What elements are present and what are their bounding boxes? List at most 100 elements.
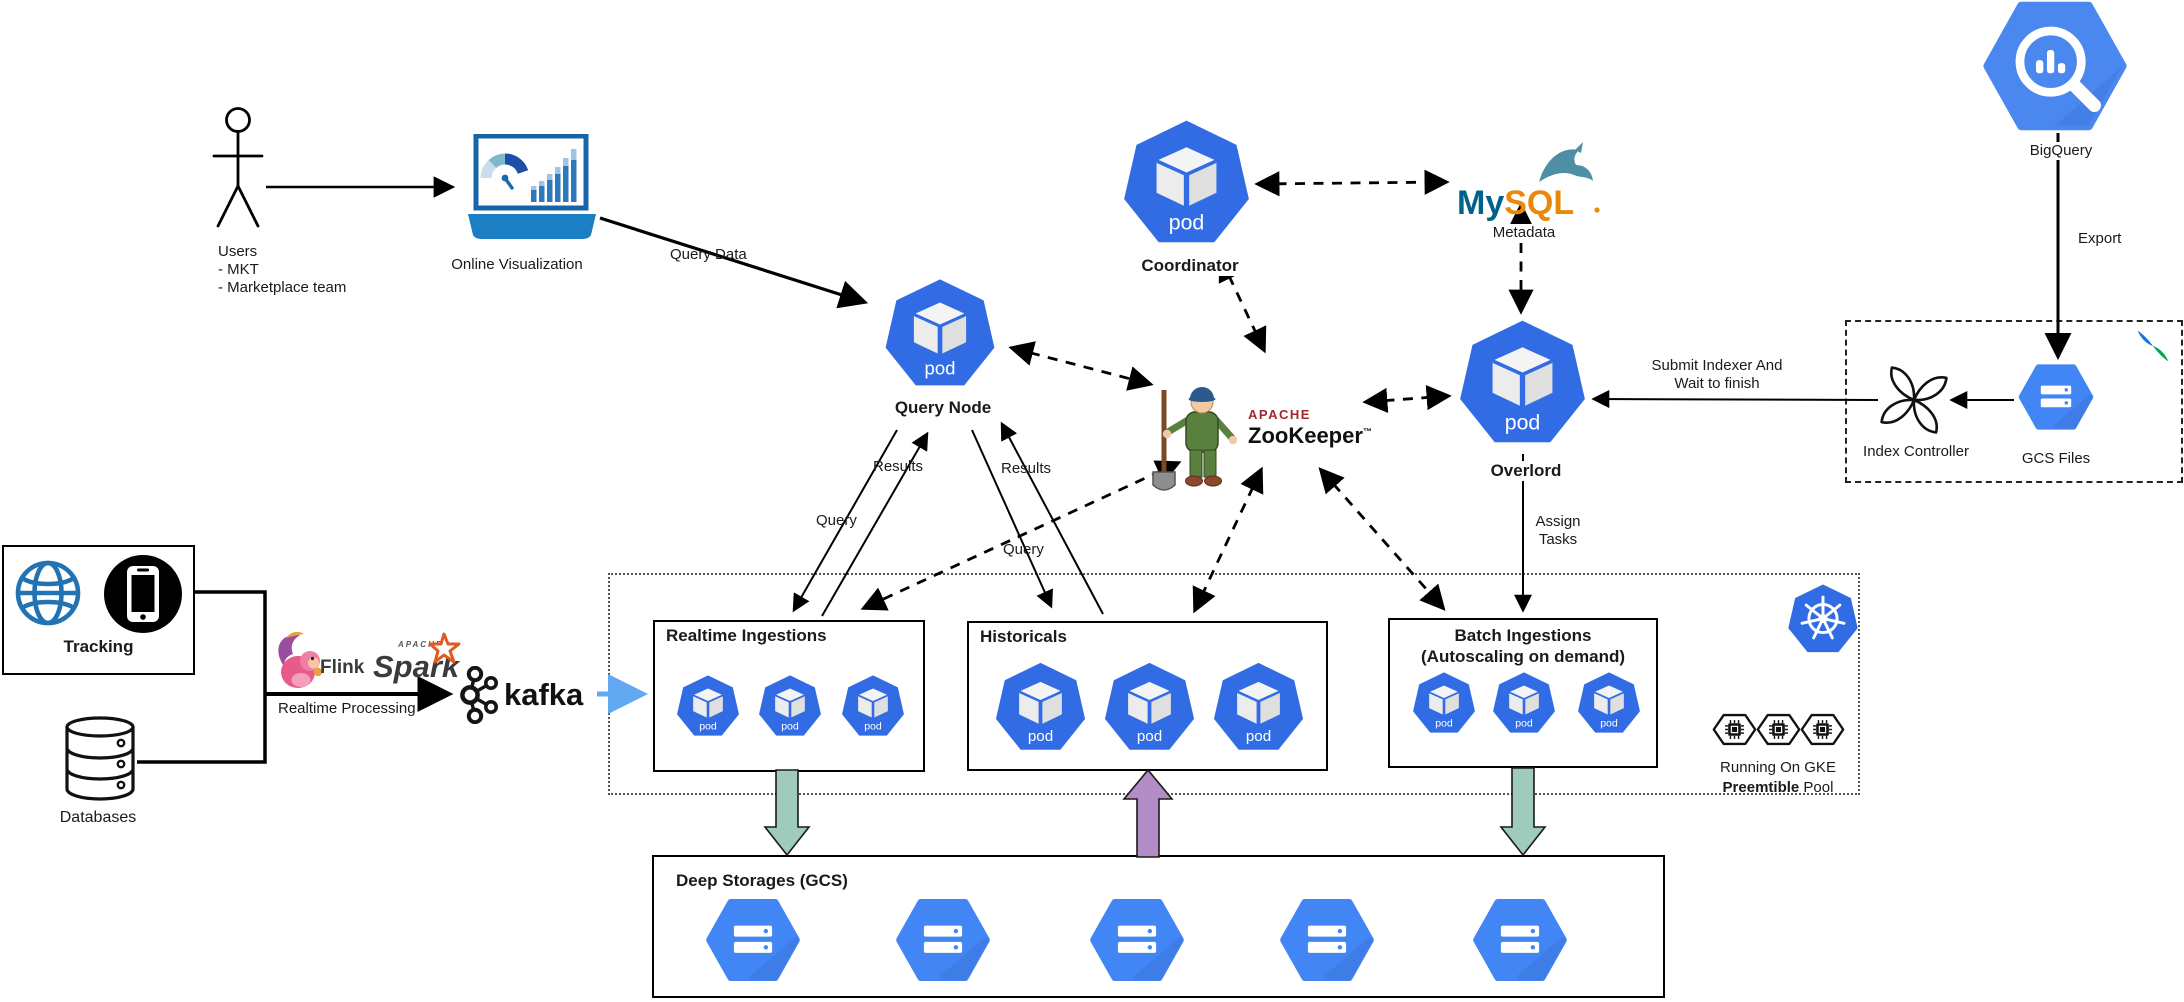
deep-storage-gcs-icon [895,898,991,982]
cpu-node-icon [1756,713,1801,746]
zookeeper-name-text: ZooKeeper [1248,422,1363,448]
pod-label: pod [699,720,717,732]
realtime-ingestions-title: Realtime Ingestions [666,626,827,645]
bigquery-label: BigQuery [1988,142,2134,160]
web-globe-icon [15,560,81,626]
edge-coordinator-mysql [1254,169,1450,197]
assign-line1: Assign [1535,513,1581,530]
assign-line2: Tasks [1538,531,1578,548]
historicals-title: Historicals [980,627,1067,646]
cpu-node-icon [1712,713,1757,746]
index-controller-label: Index Controller [1863,443,1969,460]
flink-squirrel-icon [278,631,323,688]
batch-pod-icon: pod [1578,672,1640,733]
export-label: Export [2078,230,2122,247]
gke-preemtible-text: Preemtible [1722,779,1800,796]
airflow-logo-icon [2137,330,2169,362]
mysql-dolphin-icon [1539,149,1593,182]
svg-text:MySQL: MySQL [1457,184,1574,222]
indexer-group-box [1845,320,2183,483]
gcs-files-label: GCS Files [2021,450,2091,467]
cpu-node-icon [1800,713,1845,746]
realtime-pod-icon: pod [842,675,904,736]
bigquery-icon [1983,1,2127,131]
coordinator-pod-icon: pod [1124,120,1249,243]
gke-caption: Running On GKE Preemtible Pool [1700,758,1856,798]
query-node-label: Query Node [870,398,1016,419]
query-node-pod-icon: pod [885,279,995,386]
gcs-files-icon [2018,362,2094,432]
edge-zookeeper-overlord [1362,384,1452,414]
index-controller-pinwheel-icon [1879,365,1949,435]
pod-label: pod [925,357,956,378]
users-title: Users [218,243,258,260]
query-left-label: Query [816,512,857,529]
coordinator-label: Coordinator [1117,256,1263,277]
mobile-phone-icon [104,555,182,633]
edge-querynode-zookeeper [1008,341,1154,391]
historical-pod-icon: pod [1104,662,1195,750]
tracking-label: Tracking [63,637,134,656]
batch-pod-icon: pod [1493,672,1555,733]
pod-label: pod [1169,211,1204,235]
deep-storage-gcs-icon [1279,898,1375,982]
pod-label: pod [864,720,882,732]
databases-label: Databases [59,809,137,826]
overlord-pod-icon: pod [1460,320,1585,443]
online-visualization-label: Online Visualization [451,256,583,273]
batch-ingestions-title: Batch Ingestions (Autoscaling on demand) [1388,625,1658,667]
spark-logo: APACHE Spark [373,632,461,684]
flink-label: Flink [320,657,365,678]
overlord-label: Overlord [1452,461,1600,482]
zookeeper-tm: ™ [1362,426,1372,437]
zookeeper-mascot-icon [1152,387,1238,491]
deep-storage-gcs-icon [705,898,801,982]
realtime-pod-icon: pod [677,675,739,736]
pod-label: pod [1435,717,1453,729]
users-label: Users - MKT - Marketplace team [218,243,346,297]
submit-indexer-label: Submit Indexer And Wait to finish [1637,357,1797,393]
query-right-label: Query [1003,541,1044,558]
gke-caption-line1: Running On GKE [1720,759,1836,776]
spark-star-icon [428,632,461,664]
realtime-processing-label: Realtime Processing [278,700,416,717]
mysql-word-sql: SQL [1504,184,1574,222]
results-right-label: Results [1001,460,1052,477]
kafka-label: kafka [504,677,584,712]
zookeeper-apache-text: APACHE [1248,407,1311,422]
batch-title-line1: Batch Ingestions [1454,626,1592,645]
submit-line1: Submit Indexer And [1651,357,1783,374]
submit-line2: Wait to finish [1674,375,1760,392]
pod-label: pod [1600,717,1618,729]
historical-pod-icon: pod [995,662,1086,750]
gke-pool-text: Pool [1799,779,1834,796]
mysql-logo: MySQL [1457,142,1600,222]
online-visualization-laptop-icon [468,134,596,239]
pod-label: pod [1515,717,1533,729]
deep-storage-gcs-icon [1472,898,1568,982]
pod-label: pod [1028,728,1053,745]
pod-label: pod [1137,728,1162,745]
users-marketplace: - Marketplace team [218,279,347,296]
spark-apache-text: APACHE [397,640,443,649]
zookeeper-label: APACHE ZooKeeper™ [1248,407,1372,449]
edge-indexcontroller-to-overlord [1591,390,1879,409]
realtime-pod-icon: pod [759,675,821,736]
results-left-label: Results [873,458,924,475]
assign-tasks-label: Assign Tasks [1518,513,1598,549]
deep-storage-gcs-icon [1089,898,1185,982]
databases-cylinder-icon [65,716,135,801]
kubernetes-icon [1788,584,1858,653]
mysql-word-my: My [1457,184,1504,222]
metadata-label: Metadata [1463,224,1585,242]
deep-storages-title: Deep Storages (GCS) [676,871,848,890]
batch-pod-icon: pod [1413,672,1475,733]
users-mkt: - MKT [218,261,259,278]
pod-label: pod [1505,411,1540,435]
batch-title-line2: (Autoscaling on demand) [1421,647,1625,666]
pod-label: pod [1246,728,1271,745]
query-data-label: Query Data [670,246,747,263]
kafka-icon [460,666,498,724]
